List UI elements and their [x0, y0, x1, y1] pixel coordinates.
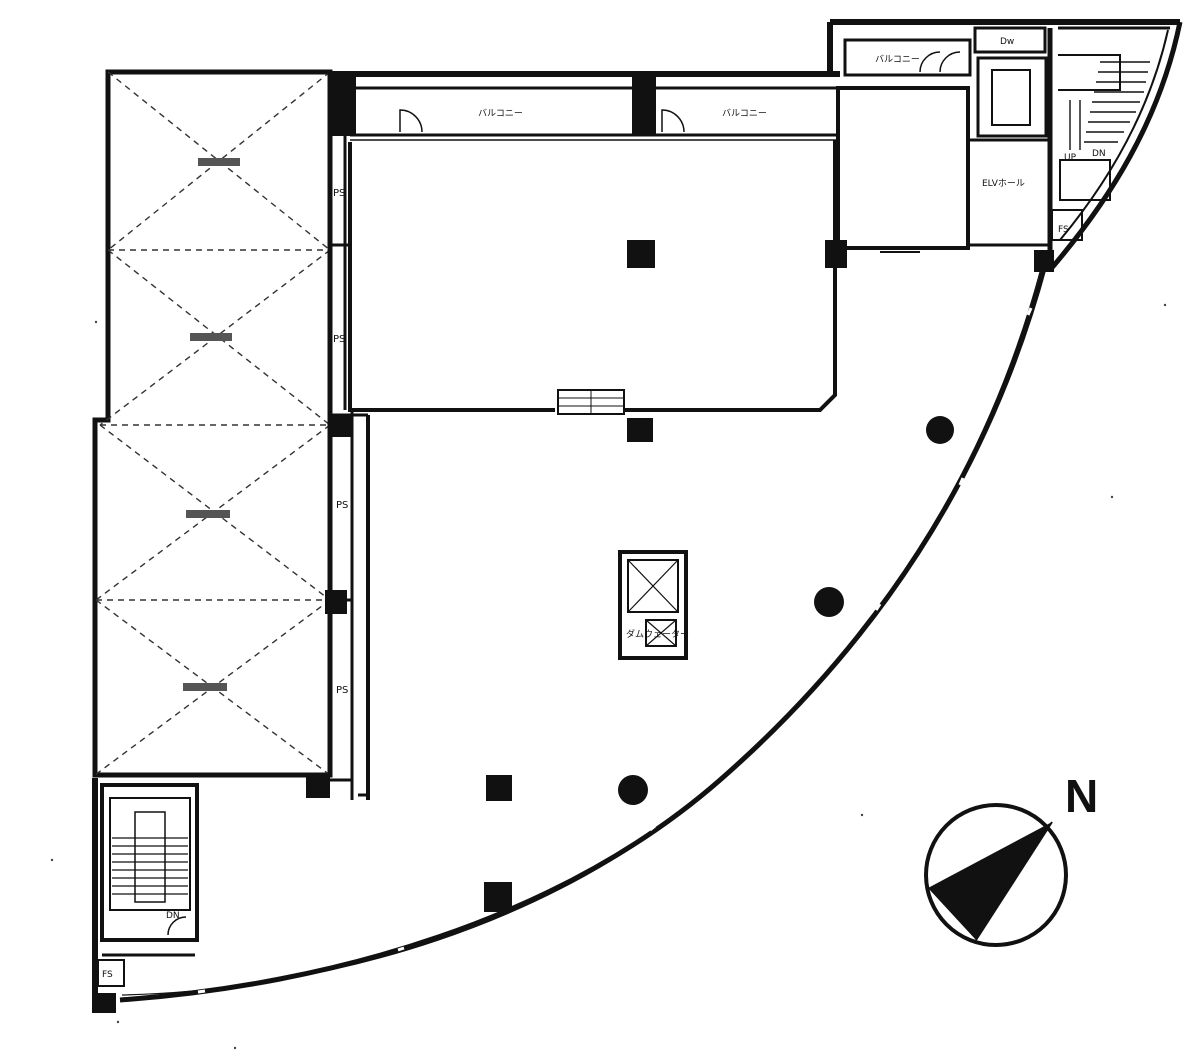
column: [627, 240, 655, 268]
lower-stair-treads: [112, 837, 188, 895]
column: [306, 776, 330, 798]
north-arrow: N: [924, 770, 1098, 947]
dn-label-bottom: DN: [166, 911, 180, 921]
square-columns: [92, 74, 1054, 1013]
round-column: [618, 775, 648, 805]
void-strip: [92, 69, 333, 778]
balcony-top-right-label: バルコニー: [875, 54, 920, 65]
round-column: [814, 587, 844, 617]
column: [325, 590, 347, 614]
column: [825, 240, 847, 268]
core-stair: [1069, 61, 1150, 150]
dn-label-top: DN: [1092, 149, 1106, 159]
column: [330, 415, 352, 437]
ps-label-1: PS: [333, 188, 345, 199]
ps-label-2: PS: [333, 334, 345, 345]
up-label: UP: [1064, 153, 1077, 163]
dumbwaiter-label: ダムウェーター: [626, 628, 689, 640]
dumbwaiter-shaft: [618, 550, 688, 660]
scan-specks: [50, 303, 1167, 1050]
elv-hall-label: ELVホール: [982, 178, 1025, 189]
ps-label-3: PS: [336, 500, 348, 511]
upper-right-core: [827, 19, 1183, 272]
column: [332, 74, 356, 136]
window-ticks: [197, 307, 1033, 994]
north-label: N: [1065, 770, 1098, 822]
balcony-mid-label: バルコニー: [722, 108, 767, 119]
round-column: [926, 416, 954, 444]
upper-room-block: [330, 71, 840, 415]
column: [627, 418, 653, 442]
column: [486, 775, 512, 801]
lower-left-stair-core: [92, 778, 199, 1010]
fs-label-bottom: FS: [102, 970, 113, 980]
balcony-left-label: バルコニー: [478, 108, 523, 119]
column: [484, 882, 512, 912]
ps-label-4: PS: [336, 685, 348, 696]
main-floor-outline: [119, 264, 1048, 1003]
column: [632, 76, 656, 136]
fs-label-top: FS: [1058, 225, 1069, 235]
dw-label: Dw: [1000, 37, 1014, 47]
column: [92, 993, 116, 1013]
round-columns: [618, 416, 954, 805]
column: [1034, 250, 1054, 272]
